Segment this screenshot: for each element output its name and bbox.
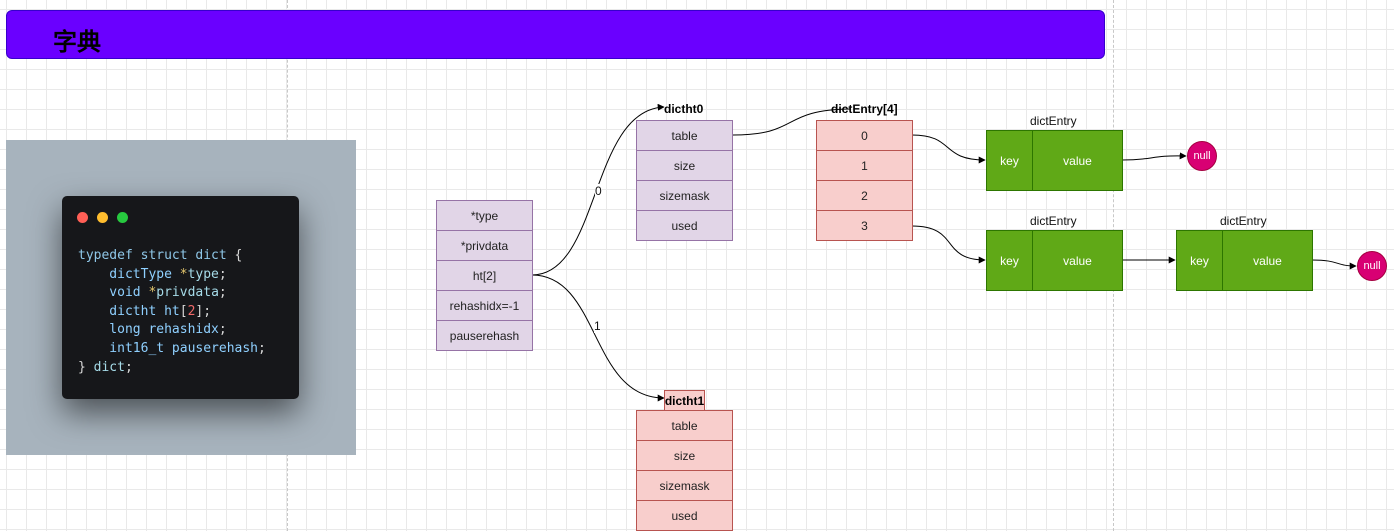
- dictht1-field-table[interactable]: table: [636, 410, 733, 441]
- entry3-key[interactable]: key: [1176, 230, 1223, 291]
- code-token: dict: [93, 359, 125, 375]
- null-node-1[interactable]: null: [1187, 141, 1217, 171]
- code-token: ];: [195, 303, 212, 319]
- table-slot-2[interactable]: 2: [816, 180, 913, 211]
- entry2-value[interactable]: value: [1032, 230, 1123, 291]
- code-token: long rehashidx: [78, 322, 219, 338]
- code-token: ;: [218, 266, 227, 282]
- page-title: 字典: [53, 28, 101, 56]
- code-token: 2: [187, 303, 196, 319]
- dictht1-field-size[interactable]: size: [636, 440, 733, 471]
- dictht1-field-used[interactable]: used: [636, 500, 733, 531]
- dict-field-type[interactable]: *type: [436, 200, 533, 231]
- code-token: typedef struct dict: [78, 248, 235, 263]
- dict-field-ht[interactable]: ht[2]: [436, 260, 533, 291]
- edge-label-ht1: 1: [594, 319, 601, 333]
- code-token: *: [179, 266, 188, 282]
- code-token: ;: [124, 359, 133, 375]
- code-token: ;: [218, 322, 227, 338]
- code-token: dictht ht: [78, 303, 180, 319]
- dict-field-privdata[interactable]: *privdata: [436, 230, 533, 261]
- code-token: privdata: [156, 285, 219, 301]
- code-token: dictType: [78, 266, 180, 282]
- code-token: {: [234, 248, 243, 263]
- code-token: *: [148, 285, 157, 301]
- code-token: int16_t pauserehash: [78, 340, 259, 356]
- dictht0-field-used[interactable]: used: [636, 210, 733, 241]
- header-banner[interactable]: 字典: [6, 10, 1105, 59]
- maximize-dot-icon: [117, 212, 128, 223]
- null-node-2[interactable]: null: [1357, 251, 1387, 281]
- minimize-dot-icon: [97, 212, 108, 223]
- entry1-title: dictEntry: [1030, 114, 1077, 128]
- edge-label-ht0: 0: [595, 184, 602, 198]
- table-slot-0[interactable]: 0: [816, 120, 913, 151]
- entry3-title: dictEntry: [1220, 214, 1267, 228]
- dict-field-pauserehash[interactable]: pauserehash: [436, 320, 533, 351]
- code-snippet-window: typedef struct dict { dictType *type; vo…: [62, 196, 299, 399]
- entry1-key[interactable]: key: [986, 130, 1033, 191]
- table-slot-1[interactable]: 1: [816, 150, 913, 181]
- entry2-title: dictEntry: [1030, 214, 1077, 228]
- code-block: typedef struct dict { dictType *type; vo…: [78, 247, 266, 377]
- entry1-value[interactable]: value: [1032, 130, 1123, 191]
- entry3-value[interactable]: value: [1222, 230, 1313, 291]
- code-token: void: [78, 285, 149, 301]
- dictht1-title: dictht1: [664, 393, 705, 408]
- code-token: [: [179, 303, 188, 319]
- code-token: ;: [218, 285, 227, 301]
- code-token: }: [78, 359, 94, 375]
- dictht1-field-sizemask[interactable]: sizemask: [636, 470, 733, 501]
- table-title: dictEntry[4]: [831, 102, 898, 116]
- code-token: type: [187, 266, 219, 282]
- dict-field-rehashidx[interactable]: rehashidx=-1: [436, 290, 533, 321]
- dictht0-title: dictht0: [664, 102, 704, 116]
- edge-slot0-to-entry1: [911, 134, 986, 164]
- table-slot-3[interactable]: 3: [816, 210, 913, 241]
- entry2-key[interactable]: key: [986, 230, 1033, 291]
- dictht0-field-table[interactable]: table: [636, 120, 733, 151]
- dictht1-title-box[interactable]: dictht1: [664, 390, 705, 411]
- dictht0-field-sizemask[interactable]: sizemask: [636, 180, 733, 211]
- close-dot-icon: [77, 212, 88, 223]
- edge-entry3-to-null: [1311, 259, 1357, 270]
- edge-ht-to-dictht1: [531, 274, 665, 402]
- edge-entry1-to-null: [1121, 152, 1187, 161]
- edge-slot3-to-entry2: [911, 225, 986, 264]
- code-token: ;: [258, 340, 266, 356]
- dictht0-field-size[interactable]: size: [636, 150, 733, 181]
